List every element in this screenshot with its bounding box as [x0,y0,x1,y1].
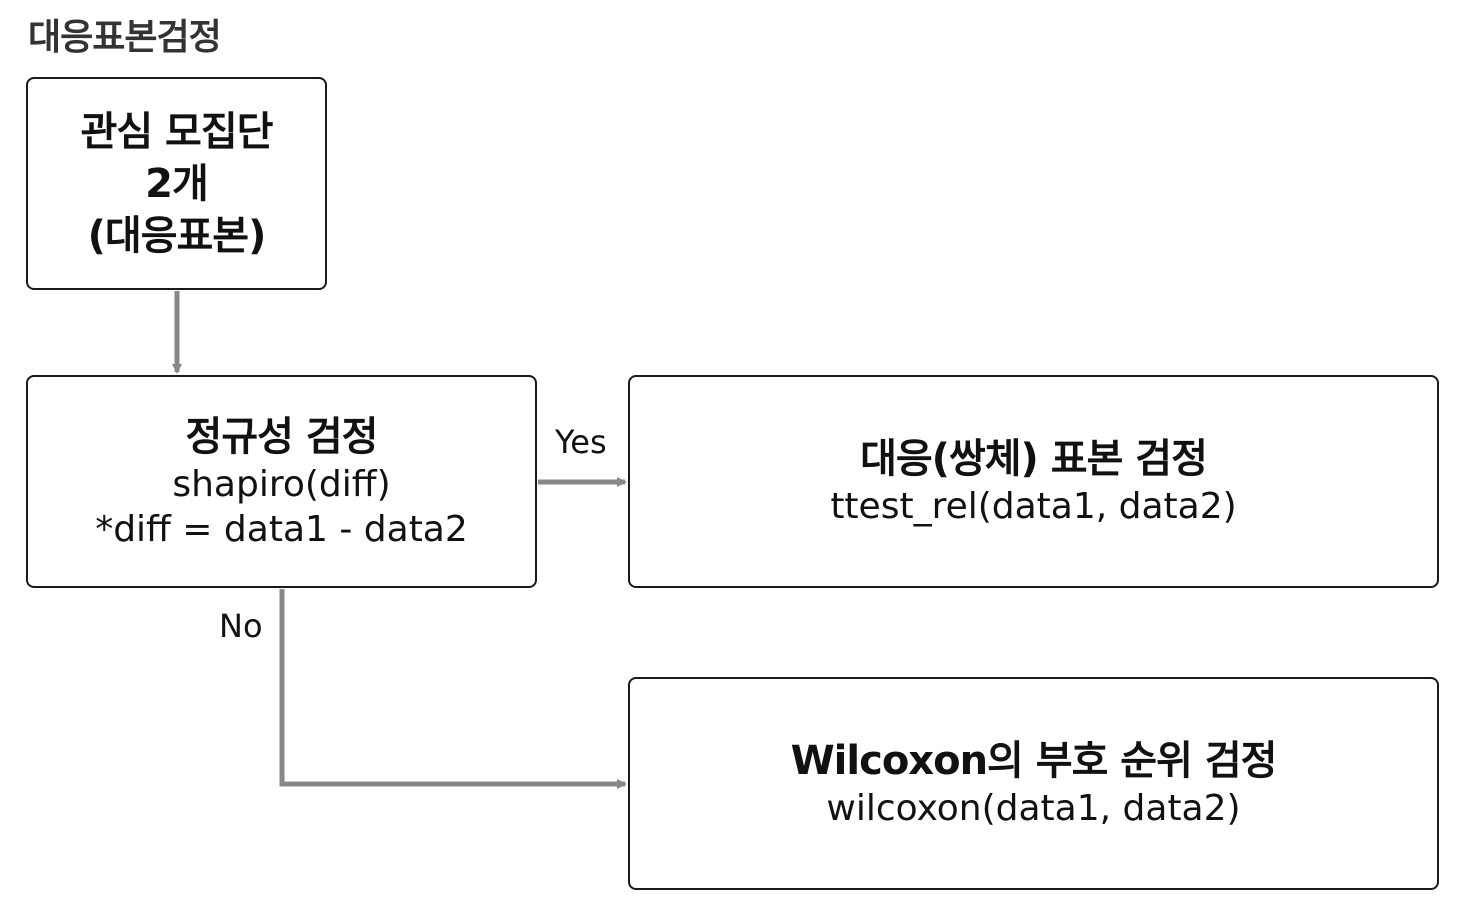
paired-test-function: ttest_rel(data1, data2) [830,486,1237,527]
population-line-2: 2개 [145,160,209,207]
wilcoxon-test-title: Wilcoxon의 부호 순위 검정 [790,738,1278,784]
normality-test-function: shapiro(diff) [172,463,391,505]
wilcoxon-test-function: wilcoxon(data1, data2) [826,788,1241,829]
paired-test-title: 대응(쌍체) 표본 검정 [860,436,1208,482]
normality-test-title: 정규성 검정 [185,413,379,460]
wilcoxon-test-box: Wilcoxon의 부호 순위 검정 wilcoxon(data1, data2… [628,677,1439,890]
normality-test-note: *diff = data1 - data2 [95,508,468,550]
page-title: 대응표본검정 [28,17,222,58]
no-label: No [219,607,263,645]
population-line-1: 관심 모집단 [80,108,274,155]
paired-test-box: 대응(쌍체) 표본 검정 ttest_rel(data1, data2) [628,375,1439,588]
population-box: 관심 모집단 2개 (대응표본) [26,77,327,290]
arrow-no-to-wilcoxon [279,589,627,789]
population-line-3: (대응표본) [87,212,267,259]
normality-test-box: 정규성 검정 shapiro(diff) *diff = data1 - dat… [26,375,537,588]
yes-label: Yes [555,423,607,461]
